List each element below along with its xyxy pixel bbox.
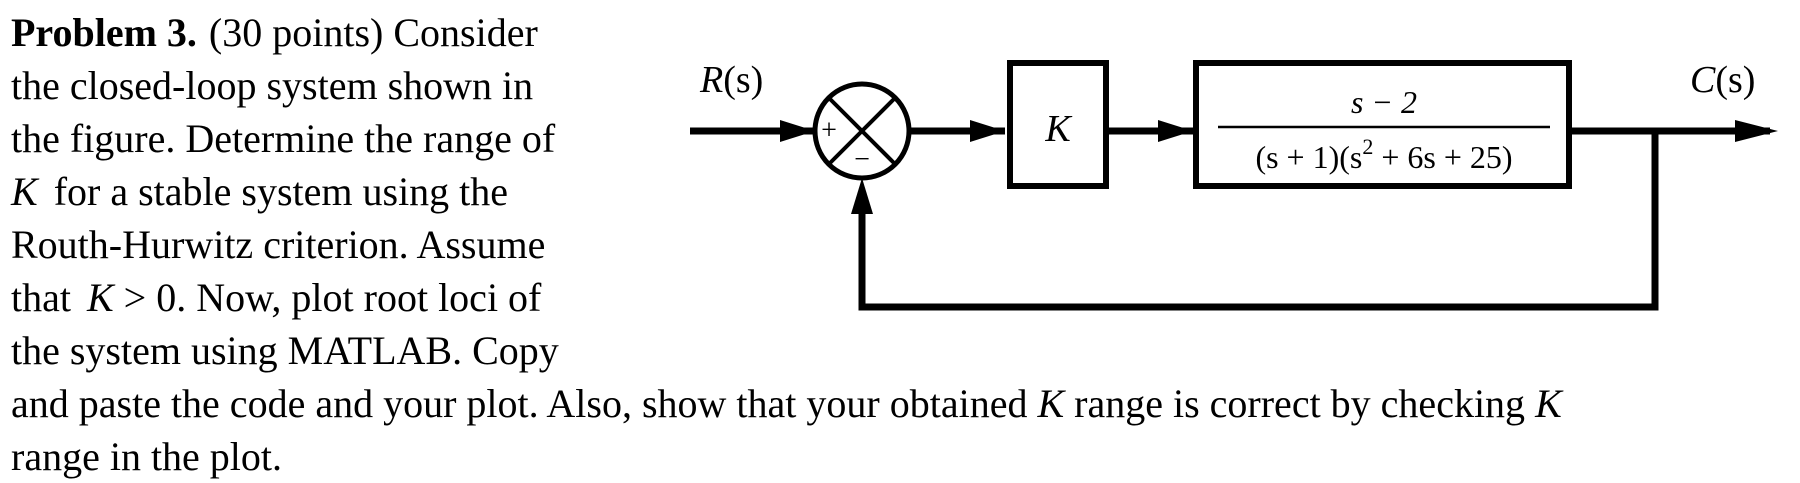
variable-k: K — [86, 275, 114, 320]
problem-heading: Problem 3. — [11, 10, 197, 55]
problem-line-6-text: 0. Now, plot root loci of — [156, 275, 542, 320]
problem-line-6: that K > 0. Now, plot root loci of — [11, 271, 1562, 324]
feedback-arrow — [851, 178, 873, 214]
error-arrow — [970, 120, 1005, 142]
problem-line-7: the system using MATLAB. Copy — [11, 328, 559, 373]
variable-k: K — [11, 169, 38, 214]
output-label: C(s) — [1690, 59, 1755, 101]
problem-line-4-text: for a stable system using the — [43, 169, 509, 214]
input-arrow — [780, 120, 815, 142]
problem-line-1: Problem 3.(30 points) Consider — [11, 6, 1562, 59]
problem-statement: Problem 3.(30 points) Consider the close… — [11, 6, 1562, 483]
problem-line-6-pre: that — [11, 275, 81, 320]
gain-label: K — [1044, 108, 1072, 150]
greater-than-symbol: > — [113, 275, 157, 320]
output-arrow — [1735, 120, 1778, 142]
problem-line-3: the figure. Determine the range of — [11, 116, 556, 161]
summing-plus-sign: + — [821, 115, 837, 146]
gain-block — [1007, 60, 1109, 189]
plant-denominator: (s + 1)(s2 + 6s + 25) — [1255, 134, 1512, 175]
problem-line-4: K for a stable system using the — [11, 165, 1562, 218]
problem-line-8: and paste the code and your plot. Also, … — [11, 377, 1562, 430]
problem-line-8-mid: range is correct by checking — [1064, 381, 1536, 426]
plant-numerator: s − 2 — [1351, 84, 1417, 120]
problem-points: (30 points) Consider — [208, 10, 538, 55]
variable-k: K — [1037, 381, 1065, 426]
feedback-path — [858, 131, 1659, 311]
plant-block — [1193, 60, 1572, 189]
summing-minus-sign: − — [854, 144, 870, 175]
input-label: R(s) — [699, 59, 763, 101]
variable-k: K — [1535, 381, 1562, 426]
summing-junction: + − — [812, 81, 912, 181]
problem-line-5: Routh-Hurwitz criterion. Assume — [11, 222, 546, 267]
control-arrow — [1158, 120, 1193, 142]
problem-line-9: range in the plot. — [11, 434, 283, 479]
problem-line-2: the closed-loop system shown in — [11, 63, 534, 108]
problem-line-8-pre: and paste the code and your plot. Also, … — [11, 381, 1038, 426]
